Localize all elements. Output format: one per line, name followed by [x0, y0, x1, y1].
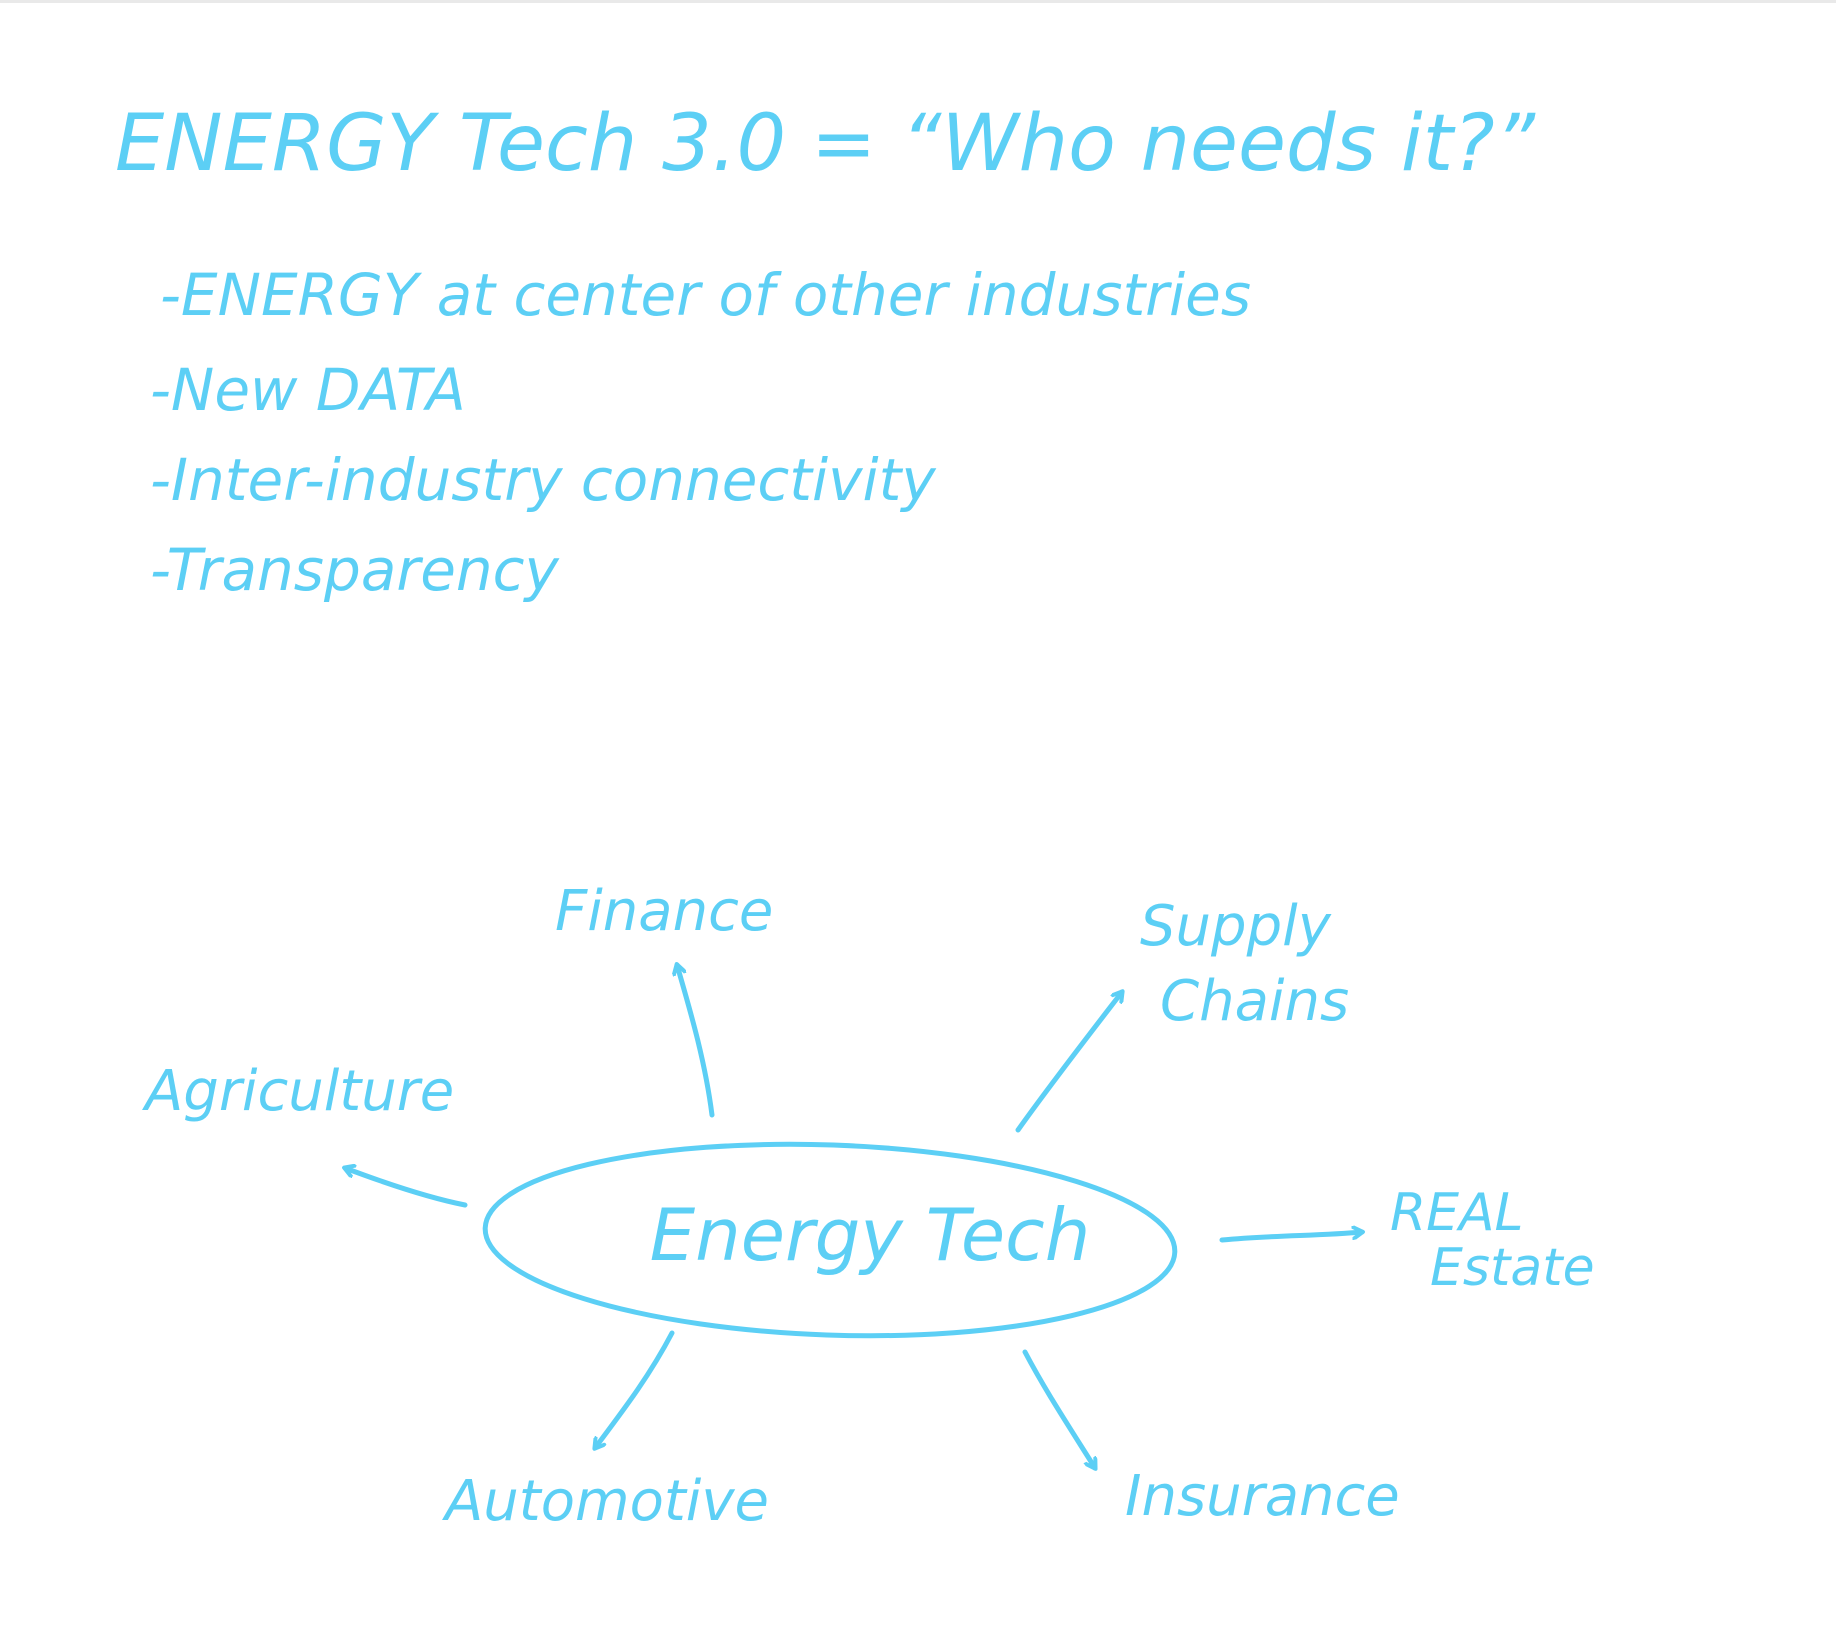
- node-real-estate-line2: Estate: [1430, 1238, 1595, 1298]
- node-insurance: Insurance: [1125, 1464, 1400, 1529]
- arrow-to-real-estate: [1219, 1232, 1362, 1243]
- bullet-item: -Transparency: [150, 536, 560, 604]
- node-automotive: Automotive: [442, 1469, 769, 1534]
- bullet-item: -ENERGY at center of other industries: [160, 261, 1251, 329]
- node-supply-chains-line1: Supply: [1140, 894, 1332, 959]
- center-node-ellipse: [482, 1141, 1178, 1339]
- arrow-to-insurance: [1022, 1349, 1095, 1468]
- node-supply-chains-line2: Chains: [1160, 969, 1349, 1034]
- arrow-to-automotive: [595, 1330, 675, 1448]
- node-finance: Finance: [555, 879, 773, 944]
- bullet-item: -Inter-industry connectivity: [150, 446, 936, 514]
- arrow-to-agriculture: [345, 1168, 468, 1208]
- arrow-to-supply-chains: [1015, 992, 1122, 1133]
- top-divider: [0, 0, 1836, 3]
- bullet-item: -New DATA: [150, 356, 466, 424]
- node-real-estate-line1: REAL: [1390, 1183, 1524, 1243]
- center-node-label: Energy Tech: [650, 1193, 1091, 1277]
- page-title: ENERGY Tech 3.0 = “Who needs it?”: [115, 99, 1536, 189]
- arrow-to-finance: [677, 965, 715, 1118]
- node-agriculture: Agriculture: [142, 1059, 454, 1124]
